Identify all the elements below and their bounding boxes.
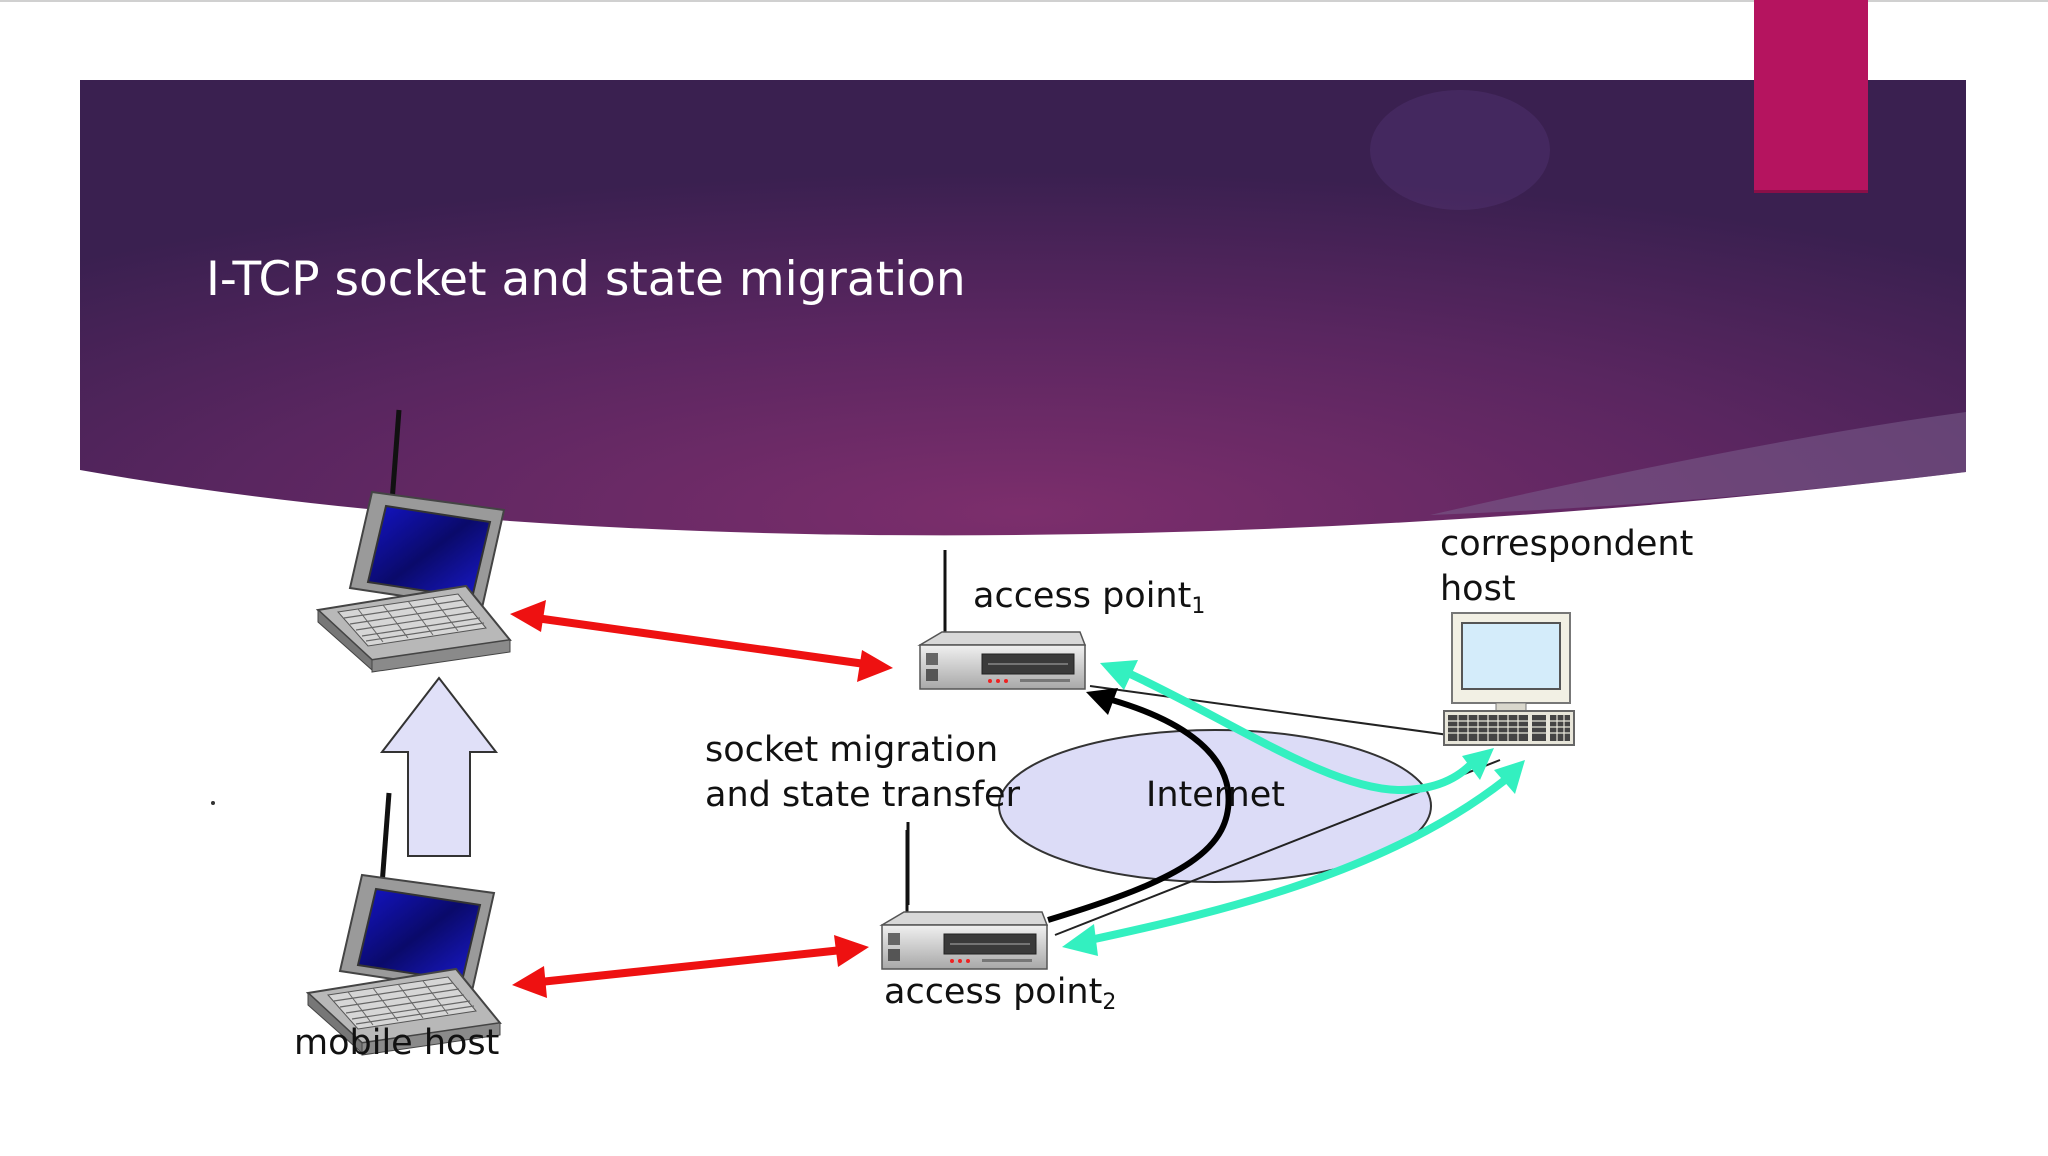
migration-arrow xyxy=(1047,688,1232,923)
header-glow xyxy=(1370,90,1550,210)
wireless-link-ap1 xyxy=(510,600,893,682)
access-point-icon xyxy=(918,548,1087,691)
accent-tab-shadow xyxy=(1754,190,1868,193)
internet-label: Internet xyxy=(1146,775,1285,815)
wired-path-ap1-to-host xyxy=(1100,660,1494,795)
laptop-icon xyxy=(308,793,500,1055)
wireless-link-ap2 xyxy=(512,935,869,998)
socket-migration-label: socket migration and state transfer xyxy=(705,730,1020,815)
stray-dot xyxy=(211,801,215,805)
accent-tab xyxy=(1754,0,1868,192)
header-swoosh xyxy=(1430,412,1966,515)
correspondent-host-label: correspondent host xyxy=(1440,524,1694,609)
desktop-computer-icon xyxy=(1443,612,1575,746)
header-banner xyxy=(80,80,1966,536)
access-point-icon xyxy=(880,828,1049,971)
wired-path-ap2-to-host xyxy=(1062,760,1525,956)
move-up-arrow-icon xyxy=(379,676,499,857)
access-point-1-label: access point1 xyxy=(973,576,1206,619)
slide-title: I-TCP socket and state migration xyxy=(206,252,966,307)
mobile-host-label: mobile host xyxy=(294,1023,500,1063)
wired-link-ap1 xyxy=(1089,685,1501,743)
access-point-2-label: access point2 xyxy=(884,972,1117,1015)
